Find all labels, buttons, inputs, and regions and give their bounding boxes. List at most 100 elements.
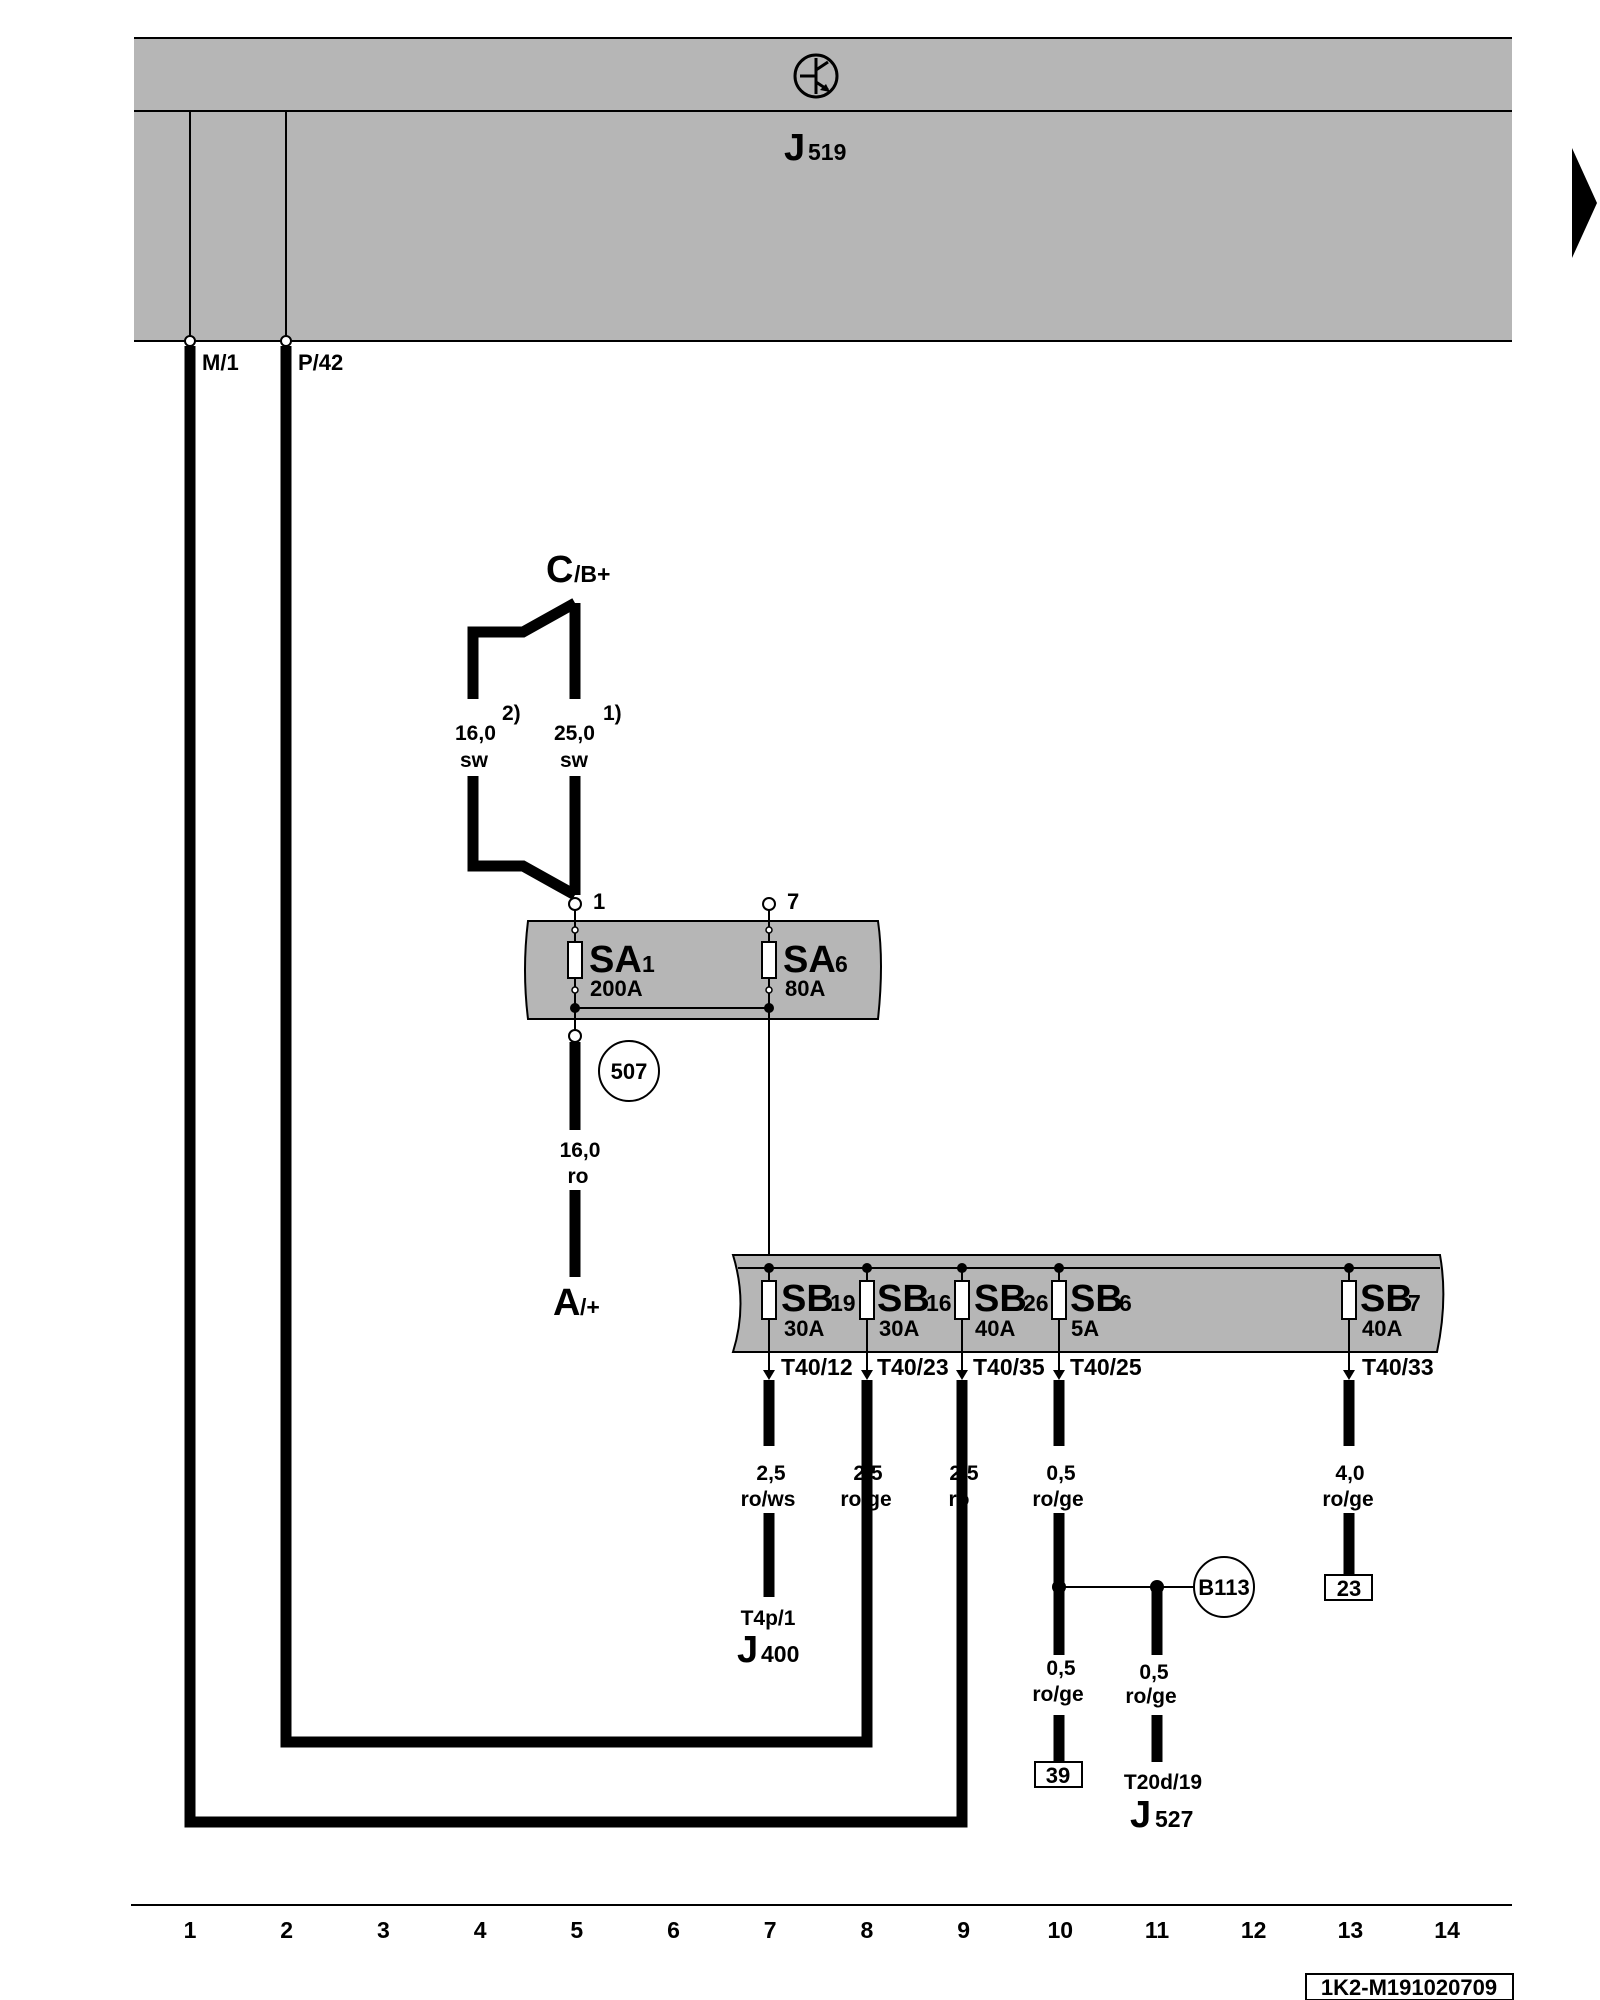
ground-point-b113-label: B113 <box>1198 1575 1249 1600</box>
connector-arrows <box>763 1370 1355 1380</box>
scale-tick-label: 5 <box>570 1917 583 1943</box>
fuse-sb26-rating: 40A <box>975 1316 1015 1341</box>
wire-w5-size: 2,5 <box>853 1462 883 1485</box>
ground-point-b113-icon <box>1193 1556 1255 1618</box>
control-unit-sub: 519 <box>808 139 846 165</box>
fuse-sb6-sub: 6 <box>1119 1290 1132 1316</box>
fuse-sb26-name: SB <box>974 1278 1027 1320</box>
fuse-box-sa <box>524 920 882 1020</box>
wire-w2-color: sw <box>560 749 589 772</box>
j527-id: J <box>1130 1794 1151 1836</box>
fuse-sb16-sub: 16 <box>926 1290 952 1316</box>
sa-pin-7-connector <box>762 897 776 911</box>
fuse-sb7-sub: 7 <box>1408 1290 1421 1316</box>
scale-tick-label: 12 <box>1241 1917 1267 1943</box>
wire-w2-size: 25,0 <box>554 722 595 745</box>
sa-pin-7-label: 7 <box>787 889 799 914</box>
fuse-box-sb <box>731 1254 1445 1353</box>
ref-23-label[interactable]: 23 <box>1337 1576 1361 1601</box>
pin-p42-connector <box>280 335 292 347</box>
fuse-sb7-icon <box>1341 1280 1357 1320</box>
wire-w8-color: ro/ge <box>1322 1488 1373 1511</box>
fuse-sb6-icon <box>1051 1280 1067 1320</box>
scale-tick-label: 2 <box>280 1917 293 1943</box>
wire-w3-color: ro <box>568 1165 589 1188</box>
pin-m1-label: M/1 <box>202 350 239 375</box>
terminal-aplus-sub: /+ <box>580 1294 600 1320</box>
fuse-sb16-rating: 30A <box>879 1316 919 1341</box>
fuse-sa1-rating: 200A <box>590 976 643 1001</box>
scale-tick-label: 3 <box>377 1917 390 1943</box>
wire-w4-size: 2,5 <box>756 1462 786 1485</box>
fuse-sb19-icon <box>761 1280 777 1320</box>
wire-w9-size: 0,5 <box>1046 1657 1076 1680</box>
wire-w2-note: 1) <box>603 702 622 725</box>
wire-w10-size: 0,5 <box>1139 1661 1169 1684</box>
fuse-sa1-icon <box>567 941 583 979</box>
wire-w6-size: 2,5 <box>949 1462 979 1485</box>
ground-point-507-label: 507 <box>611 1059 648 1084</box>
wire-w1-color: sw <box>460 749 489 772</box>
j400-sub: 400 <box>761 1641 799 1667</box>
fuse-sb19-name: SB <box>781 1278 834 1320</box>
fuse-sa6-rating: 80A <box>785 976 825 1001</box>
fuse-sa1-name: SA <box>589 939 642 981</box>
fuse-sa1-sub: 1 <box>642 951 655 977</box>
control-unit-symbol-icon <box>793 53 839 99</box>
control-unit-id: J <box>784 127 805 169</box>
scale-tick-label: 8 <box>861 1917 874 1943</box>
j527-pin: T20d/19 <box>1124 1771 1202 1794</box>
ground-point-507-icon <box>598 1040 660 1102</box>
control-unit-j519: J 519 <box>134 37 1512 342</box>
ref-39-label[interactable]: 39 <box>1046 1763 1070 1788</box>
wire-w8-size: 4,0 <box>1335 1462 1364 1485</box>
fuse-sa6-sub: 6 <box>835 951 848 977</box>
scale-tick-label: 6 <box>667 1917 680 1943</box>
scale-tick-label: 1 <box>184 1917 197 1943</box>
wire-w7-color: ro/ge <box>1032 1488 1083 1511</box>
wire-w6-color: ro <box>949 1488 970 1511</box>
wire-w1-size: 16,0 <box>455 722 496 745</box>
conn-t40-23: T40/23 <box>877 1354 949 1380</box>
scale-tick-label: 14 <box>1434 1917 1460 1943</box>
fuse-sa6-name: SA <box>783 939 836 981</box>
doc-id: 1K2-M191020709 <box>1321 1975 1497 2000</box>
fuse-sb26-sub: 26 <box>1023 1290 1049 1316</box>
sa-pin-1-connector <box>568 897 582 911</box>
conn-t40-25: T40/25 <box>1070 1354 1142 1380</box>
conn-t40-33: T40/33 <box>1362 1354 1434 1380</box>
scale-tick-label: 9 <box>957 1917 970 1943</box>
wire-w3-size: 16,0 <box>560 1139 601 1162</box>
fuse-sb16-name: SB <box>877 1278 930 1320</box>
fuse-sb19-rating: 30A <box>784 1316 824 1341</box>
scale-tick-label: 11 <box>1145 1917 1170 1943</box>
fuse-sb7-name: SB <box>1360 1278 1413 1320</box>
ref-23-box[interactable] <box>1324 1574 1373 1601</box>
pin-p42-label: P/42 <box>298 350 343 375</box>
next-page-arrow-icon[interactable] <box>1572 148 1597 258</box>
wire-w1-note: 2) <box>502 702 521 725</box>
j400-pin: T4p/1 <box>741 1607 796 1630</box>
wire-w5-color: ro/ge <box>840 1488 891 1511</box>
j527-sub: 527 <box>1155 1806 1193 1832</box>
scale-tick-label: 4 <box>474 1917 487 1943</box>
conn-t40-12: T40/12 <box>781 1354 853 1380</box>
ref-39-box[interactable] <box>1034 1761 1083 1788</box>
fuse-sb19-sub: 19 <box>830 1290 856 1316</box>
fuse-sa6-icon <box>761 941 777 979</box>
wire-w9-color: ro/ge <box>1032 1683 1083 1706</box>
pin-m1-connector <box>184 335 196 347</box>
fuse-sb26-icon <box>954 1280 970 1320</box>
fuse-sb6-name: SB <box>1070 1278 1123 1320</box>
conn-t40-35: T40/35 <box>973 1354 1045 1380</box>
doc-id-box <box>1305 1973 1514 2000</box>
scale-tick-label: 7 <box>764 1917 777 1943</box>
j400-id: J <box>737 1629 758 1671</box>
wire-w7-size: 0,5 <box>1046 1462 1076 1485</box>
sa-pin-1-label: 1 <box>593 889 605 914</box>
fuse-sb7-rating: 40A <box>1362 1316 1402 1341</box>
wire-w4-color: ro/ws <box>741 1488 796 1511</box>
wire-w10-color: ro/ge <box>1125 1685 1176 1708</box>
